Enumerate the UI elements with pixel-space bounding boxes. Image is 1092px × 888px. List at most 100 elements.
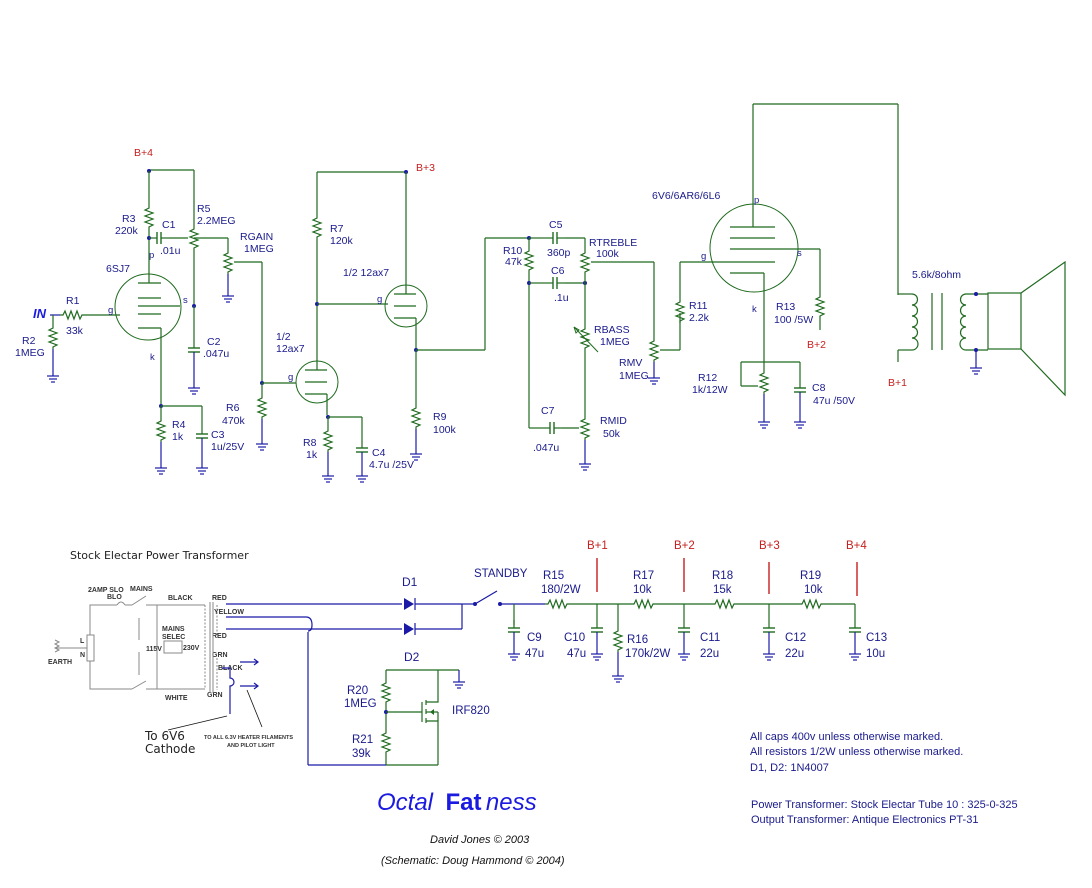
- pin-cathode: k: [752, 304, 757, 315]
- wire-red-1: RED: [212, 595, 227, 602]
- c9-value: 47u: [525, 648, 544, 660]
- resistor-r15: [544, 599, 570, 609]
- capacitor-c4: [355, 439, 369, 461]
- tone-stack: C5 360p R10 47k C6 .1u RTREBLE 100k RBAS…: [485, 219, 680, 471]
- to-cathode-2: Cathode: [145, 742, 195, 756]
- input-label: IN: [33, 306, 47, 321]
- r4-ref: R4: [172, 419, 186, 431]
- rbass-value: 1MEG: [600, 336, 630, 348]
- resistor-r21: [381, 729, 391, 755]
- title-part-3: ness: [486, 789, 537, 816]
- capacitor-c6: [544, 276, 566, 290]
- ground-icon: [969, 361, 983, 375]
- rmv-value: 1MEG: [619, 370, 649, 382]
- pin-grid: g: [377, 294, 382, 305]
- pot-rmv: [649, 337, 659, 363]
- ground-icon: [46, 369, 60, 383]
- note-diodes: D1, D2: 1N4007: [750, 762, 829, 774]
- to-cathode-1: To 6V6: [144, 729, 185, 743]
- tube-v2a-label-2: 12ax7: [276, 343, 305, 355]
- c12-value: 22u: [785, 648, 804, 660]
- pin-screen: s: [797, 248, 802, 259]
- pin-grid: g: [701, 251, 706, 262]
- r11-ref: R11: [689, 300, 708, 312]
- standby-switch[interactable]: [474, 590, 498, 605]
- c7-value: .047u: [533, 442, 559, 454]
- c6-value: .1u: [554, 292, 569, 304]
- terminal-l: L: [80, 638, 85, 645]
- supply-b4-label: B+4: [846, 540, 867, 552]
- wire-yellow: YELLOW: [214, 609, 244, 616]
- r17-value: 10k: [633, 584, 652, 596]
- rmid-ref: RMID: [600, 415, 627, 427]
- ground-icon: [677, 647, 691, 661]
- capacitor-c8: [793, 379, 807, 401]
- r16-ref: R16: [627, 634, 648, 646]
- pin-plate: p: [149, 250, 154, 261]
- ground-icon: [255, 437, 269, 451]
- rmv-ref: RMV: [619, 357, 642, 369]
- c13-value: 10u: [866, 648, 885, 660]
- resistor-r17: [630, 599, 656, 609]
- fuse-label-1: 2AMP SLO: [88, 587, 124, 594]
- supply-b3-label: B+3: [759, 540, 780, 552]
- credit-author: David Jones © 2003: [430, 834, 530, 846]
- tube-v1-label: 6SJ7: [106, 263, 130, 275]
- note-power-transformer: Power Transformer: Stock Electar Tube 10…: [751, 799, 1018, 811]
- ground-icon: [195, 461, 209, 475]
- resistor-r10: [524, 247, 534, 273]
- c1-ref: C1: [162, 219, 176, 231]
- standby-label: STANDBY: [474, 568, 528, 580]
- ground-icon: [154, 461, 168, 475]
- ground-icon: [355, 469, 369, 483]
- ground-icon: [590, 647, 604, 661]
- r5-value: 2.2MEG: [197, 215, 236, 227]
- r3-value: 220k: [115, 225, 139, 237]
- mosfet-irf820: [386, 670, 439, 765]
- capacitor-c7: [541, 421, 563, 435]
- r7-value: 120k: [330, 235, 354, 247]
- capacitor-c12: [762, 619, 776, 641]
- wire-red-2: RED: [212, 633, 227, 640]
- page-title: Octal Fat ness: [377, 789, 537, 816]
- pin-screen: s: [183, 295, 188, 306]
- ground-icon: [507, 647, 521, 661]
- earth-label: EARTH: [48, 659, 72, 666]
- note-caps: All caps 400v unless otherwise marked.: [750, 731, 943, 743]
- ot-value: 5.6k/8ohm: [912, 269, 961, 281]
- resistor-r9: [411, 404, 421, 430]
- r16-value: 170k/2W: [625, 648, 671, 660]
- pin-cathode: k: [150, 352, 155, 363]
- power-transformer: Stock Electar Power Transformer 2AMP SLO…: [48, 549, 293, 756]
- heater-label-2: AND PILOT LIGHT: [227, 743, 275, 749]
- credit-schematic: (Schematic: Doug Hammond © 2004): [381, 855, 565, 867]
- pin-plate: p: [754, 195, 759, 206]
- r7-ref: R7: [330, 223, 344, 235]
- resistor-r19: [798, 599, 824, 609]
- ground-icon: [848, 647, 862, 661]
- diode-d2: [404, 623, 414, 635]
- c13-ref: C13: [866, 632, 887, 644]
- r2-ref: R2: [22, 335, 36, 347]
- r4-value: 1k: [172, 431, 184, 443]
- ground-icon: [187, 381, 201, 395]
- fuse-label-2: BLO: [107, 594, 122, 601]
- title-block: Octal Fat ness David Jones © 2003 (Schem…: [377, 789, 565, 867]
- r19-ref: R19: [800, 570, 821, 582]
- capacitor-c10: [590, 619, 604, 641]
- v230: 230V: [183, 645, 200, 652]
- wire-grn-1: GRN: [212, 652, 228, 659]
- r8-value: 1k: [306, 449, 318, 461]
- pot-rgain: [223, 249, 233, 275]
- r12-ref: R12: [698, 372, 717, 384]
- r17-ref: R17: [633, 570, 654, 582]
- c5-value: 360p: [547, 247, 571, 259]
- rgain-value: 1MEG: [244, 243, 274, 255]
- r6-ref: R6: [226, 402, 240, 414]
- c2-value: .047u: [203, 348, 229, 360]
- speaker-icon: [987, 292, 1022, 350]
- c2-ref: C2: [207, 336, 221, 348]
- capacitor-c1: [148, 231, 170, 245]
- ground-icon: [611, 669, 625, 683]
